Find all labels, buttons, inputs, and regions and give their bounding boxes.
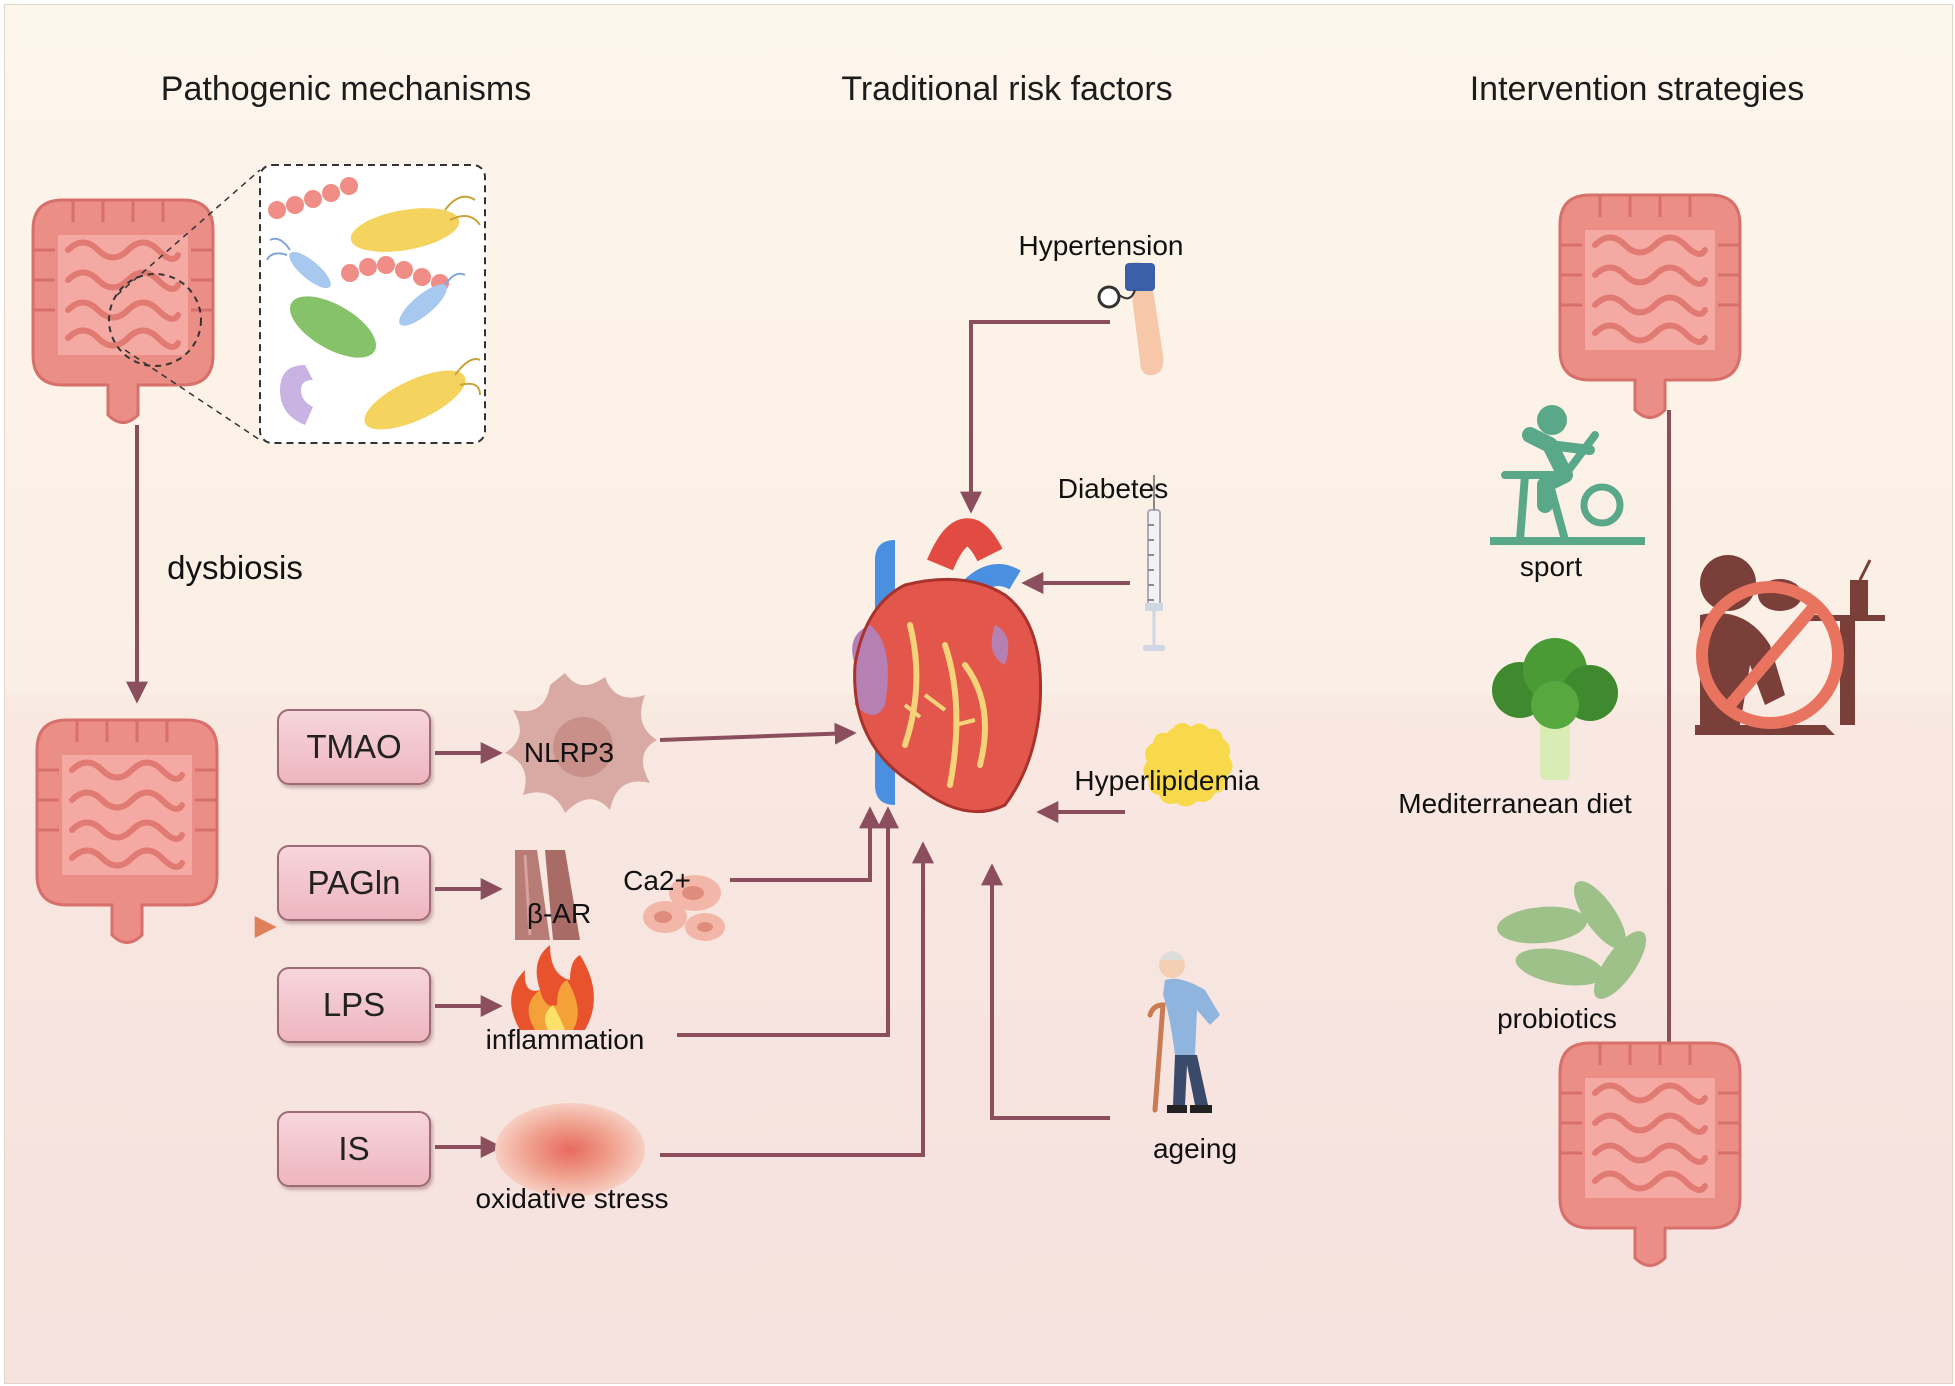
- diagram-graphics: [5, 164, 1885, 1383]
- no-fast-food-icon: [1695, 555, 1885, 735]
- oxidative-stress-label: oxidative stress: [475, 1183, 669, 1214]
- heading-intervention: Intervention strategies: [1469, 70, 1805, 108]
- dysbiosis-label: dysbiosis: [167, 549, 303, 586]
- sport-label: sport: [1519, 551, 1583, 582]
- metabolite-box-lps: LPS: [277, 967, 431, 1043]
- nlrp3-label: NLRP3: [523, 737, 615, 768]
- metabolite-box-pagln: PAGln: [277, 845, 431, 921]
- broccoli-icon: [1492, 638, 1618, 780]
- hypertension-label: Hypertension: [1018, 230, 1184, 261]
- intestine-icon: [1560, 195, 1740, 418]
- calcium-label: Ca2+: [623, 865, 691, 896]
- macrophage-icon: [505, 673, 657, 813]
- bacteria-icon: [259, 164, 486, 444]
- syringe-icon: [1143, 475, 1165, 651]
- heart-icon: [852, 518, 1043, 814]
- inflammation-label: inflammation: [485, 1024, 645, 1055]
- heading-risk-factors: Traditional risk factors: [841, 70, 1173, 108]
- fat-icon: [1143, 723, 1233, 807]
- beta-ar-label: β-AR: [526, 898, 592, 929]
- blood-pressure-icon: [1097, 262, 1164, 376]
- probiotics-label: probiotics: [1497, 1003, 1617, 1034]
- fire-icon: [511, 945, 594, 1030]
- diagram-canvas: Pathogenic mechanisms Traditional risk f…: [4, 4, 1953, 1384]
- probiotic-icon: [1497, 881, 1647, 999]
- ageing-label: ageing: [1152, 1133, 1238, 1164]
- heading-pathogenic: Pathogenic mechanisms: [160, 70, 532, 108]
- metabolite-box-is: IS: [277, 1111, 431, 1187]
- intestine-icon: [1560, 1043, 1740, 1266]
- diabetes-label: Diabetes: [1057, 473, 1169, 504]
- intestine-icon: [33, 200, 213, 423]
- mediterranean-diet-label: Mediterranean diet: [1398, 788, 1632, 819]
- receptor-icon: [515, 850, 580, 940]
- exercise-bike-icon: [1490, 405, 1645, 545]
- metabolite-box-tmao: TMAO: [277, 709, 431, 785]
- intestine-icon: [37, 720, 217, 943]
- cell-icon: [643, 875, 725, 941]
- hyperlipidemia-label: Hyperlipidemia: [1074, 765, 1260, 796]
- oxidative-blob-icon: [495, 1103, 645, 1197]
- elderly-person-icon: [1147, 951, 1220, 1113]
